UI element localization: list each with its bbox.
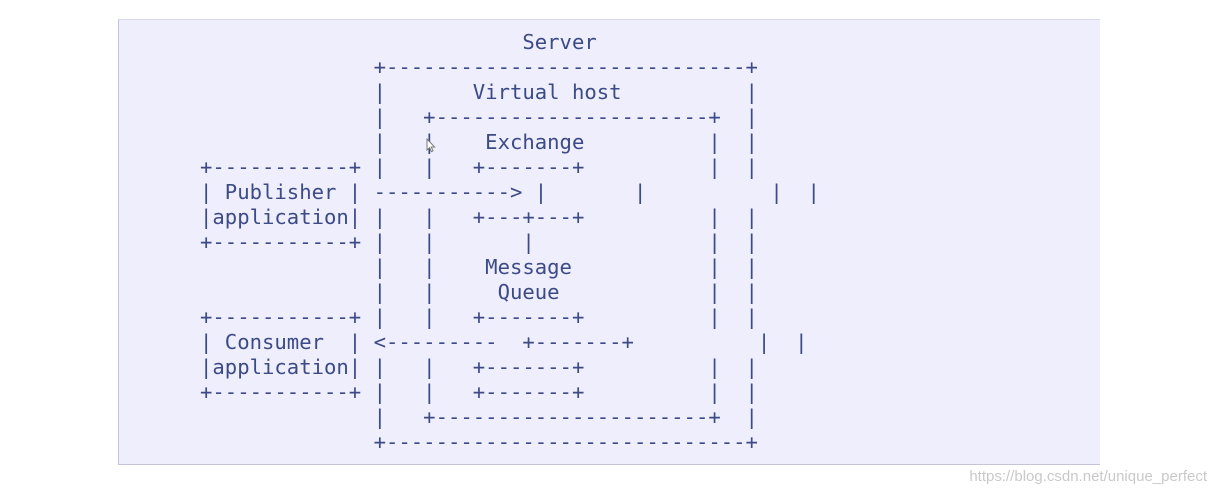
- diagram-line-exchange-title: | | Exchange | |: [200, 130, 758, 154]
- diagram-line-consumer: | Consumer | <--------- +-------+ | |: [200, 330, 808, 354]
- diagram-line-consumer-application: |application| | | +-------+ | |: [200, 355, 758, 379]
- diagram-line: | +----------------------+ |: [200, 105, 758, 129]
- watermark-text: https://blog.csdn.net/unique_perfect: [969, 468, 1207, 485]
- diagram-line-publisher-application: |application| | | +---+---+ | |: [200, 205, 758, 229]
- diagram-line-server-title: Server: [200, 30, 597, 54]
- diagram-line: +-----------+ | | +-------+ | |: [200, 305, 758, 329]
- diagram-line: +-----------+ | | +-------+ | |: [200, 380, 758, 404]
- diagram-line-virtual-host-title: | Virtual host |: [200, 80, 758, 104]
- mouse-cursor-icon: [426, 138, 436, 153]
- diagram-line: | +----------------------+ |: [200, 405, 758, 429]
- diagram-line-queue: | | Queue | |: [200, 280, 758, 304]
- ascii-diagram: Server +-----------------------------+ |…: [200, 30, 820, 455]
- diagram-line: +-----------------------------+: [200, 430, 758, 454]
- diagram-line: +-----------------------------+: [200, 55, 758, 79]
- diagram-panel: [118, 19, 1100, 465]
- diagram-line-publisher: | Publisher | -----------> | | | |: [200, 180, 820, 204]
- diagram-line: +-----------+ | | +-------+ | |: [200, 155, 758, 179]
- diagram-line-message: | | Message | |: [200, 255, 758, 279]
- diagram-line: +-----------+ | | | | |: [200, 230, 758, 254]
